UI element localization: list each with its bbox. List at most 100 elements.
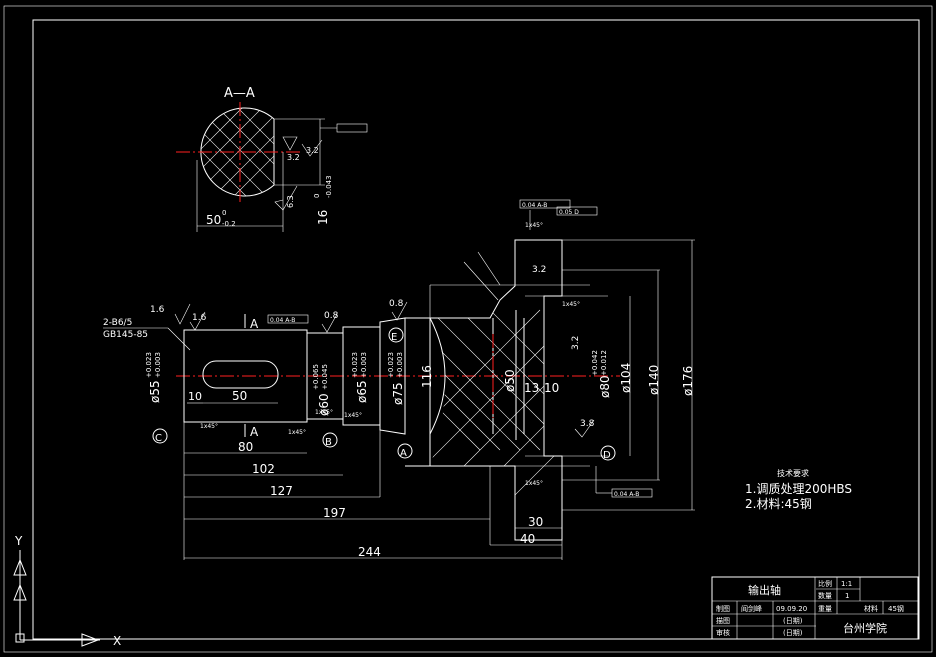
datum-c: C <box>155 433 162 444</box>
main-view: A A C B A D E 2-B6/5 GB145-85 1.6 1.6 0.… <box>103 199 695 560</box>
check-label: 描图 <box>716 616 730 625</box>
dim-l197: 197 <box>323 506 346 520</box>
dim-l80: 80 <box>238 440 253 454</box>
dim-l127: 127 <box>270 484 293 498</box>
dim-d55-tol-u: +0.023 <box>145 352 153 378</box>
drawn-date: 09.09.20 <box>776 605 807 613</box>
dim-d65-tol-u: +0.023 <box>351 352 359 378</box>
drawn-by: 阎剑峰 <box>741 604 762 613</box>
section-width-tol-upper: 0 <box>222 209 226 217</box>
section-view: A—A 50 0 -0.2 16 0 -0.043 3.2 3.2 6.3 <box>176 86 368 232</box>
dim-l30: 30 <box>528 515 543 529</box>
roughness-1: 1.6 <box>150 305 165 315</box>
chamfer-2: 1x45° <box>288 429 306 436</box>
keyway-note-1: 2-B6/5 <box>103 318 132 328</box>
section-roughness-c: 6.3 <box>286 195 295 208</box>
dim-d60: ø60 <box>317 393 331 416</box>
datum-b: B <box>325 437 332 448</box>
material-label: 材料 <box>864 604 878 613</box>
title-block: 输出轴 比例 1:1 数量 1 制图 阎剑峰 09.09.20 重量 材料 45… <box>711 576 919 640</box>
chamfer-3: 1x45° <box>315 409 333 416</box>
qty-label: 数量 <box>818 591 832 600</box>
chamfer-1: 1x45° <box>200 423 218 430</box>
qty-value: 1 <box>845 592 849 600</box>
roughness-4: 0.8 <box>389 299 404 309</box>
tol-frame-3-text: 0.04 A-B <box>522 202 547 209</box>
section-key-tol-lower: -0.043 <box>325 175 333 198</box>
roughness-2: 1.6 <box>192 313 207 323</box>
inner-frame <box>32 19 920 640</box>
tech-req-title: 技术要求 <box>777 468 809 478</box>
part-name: 输出轴 <box>748 583 781 597</box>
roughness-5: 3.2 <box>571 336 581 350</box>
dim-d80-tol-u: +0.042 <box>591 350 599 376</box>
tol-frame-1 <box>267 314 309 324</box>
roughness-7: 3.8 <box>580 419 595 429</box>
tech-req-line1: 1.调质处理200HBS <box>745 482 852 496</box>
datum-e: E <box>391 332 397 343</box>
chamfer-5: 1x45° <box>525 222 543 229</box>
dim-d140: ø140 <box>647 365 661 395</box>
flange-hatch <box>430 269 562 531</box>
section-roughness-a: 3.2 <box>287 153 300 162</box>
date-placeholder-2: (日期) <box>783 629 803 637</box>
dim-d80: ø80 <box>598 375 612 398</box>
section-outline <box>200 107 275 197</box>
tol-frame-1-text: 0.04 A-B <box>270 317 295 324</box>
datum-d: D <box>603 450 611 461</box>
section-width-tol-lower: -0.2 <box>222 220 236 228</box>
review-label: 审核 <box>716 628 730 637</box>
ucs-icon: Y X <box>13 534 121 648</box>
ucs-x-label: X <box>113 634 121 648</box>
section-roughness-b: 3.2 <box>306 146 319 155</box>
tol-frame-4-text: 0.04 A-B <box>614 491 639 498</box>
dim-l10: 10 <box>188 390 202 403</box>
school-name: 台州学院 <box>843 621 887 635</box>
tech-requirements: 技术要求 1.调质处理200HBS 2.材料:45钢 <box>745 468 852 511</box>
section-key-tol-upper: 0 <box>313 194 321 198</box>
cut-mark-bottom: A <box>250 425 259 439</box>
dim-l40: 40 <box>520 532 535 546</box>
dim-d55-tol-l: +0.003 <box>154 352 162 378</box>
tol-frame-3 <box>519 199 571 209</box>
keyway-note-2: GB145-85 <box>103 330 148 340</box>
section-tol-frame <box>336 123 368 133</box>
dim-d60-tol-l: +0.045 <box>321 364 329 390</box>
chamfer-7: 1x45° <box>525 480 543 487</box>
ucs-y-label: Y <box>14 534 23 548</box>
outer-frame <box>3 5 933 653</box>
tech-req-line2: 2.材料:45钢 <box>745 497 812 511</box>
chamfer-4: 1x45° <box>344 412 362 419</box>
section-key-dim: 16 <box>316 210 330 225</box>
dim-d55: ø55 <box>148 380 162 403</box>
dim-l102: 102 <box>252 462 275 476</box>
dim-l10b: 10 <box>544 381 559 395</box>
scale-label: 比例 <box>818 579 832 588</box>
dim-d50: ø50 <box>503 369 517 392</box>
dim-d75-tol-u: +0.023 <box>387 352 395 378</box>
chamfer-6: 1x45° <box>562 301 580 308</box>
roughness-3: 0.8 <box>324 311 339 321</box>
dim-d80-tol-l: +0.012 <box>600 350 608 376</box>
dim-l244: 244 <box>358 545 381 559</box>
tol-frame-2-text: 0.05 D <box>559 209 579 216</box>
datum-a: A <box>400 448 407 459</box>
dim-116: 116 <box>420 365 434 388</box>
scale-value: 1:1 <box>841 580 852 588</box>
dim-d75-tol-l: +0.003 <box>396 352 404 378</box>
section-width-dim: 50 <box>206 213 221 227</box>
section-label: A—A <box>224 86 255 101</box>
date-placeholder-1: (日期) <box>783 617 803 625</box>
dim-d104: ø104 <box>619 363 633 393</box>
dim-d65: ø65 <box>355 380 369 403</box>
keyway-slot <box>202 360 279 389</box>
roughness-6: 3.2 <box>532 265 546 275</box>
dim-d65-tol-l: +0.003 <box>360 352 368 378</box>
dim-d60-tol-u: +0.065 <box>312 364 320 390</box>
cut-mark-top: A <box>250 317 259 331</box>
tol-frame-2 <box>556 206 598 216</box>
dim-d75: ø75 <box>391 382 405 405</box>
dim-l50: 50 <box>232 389 247 403</box>
dim-d176: ø176 <box>681 366 695 396</box>
